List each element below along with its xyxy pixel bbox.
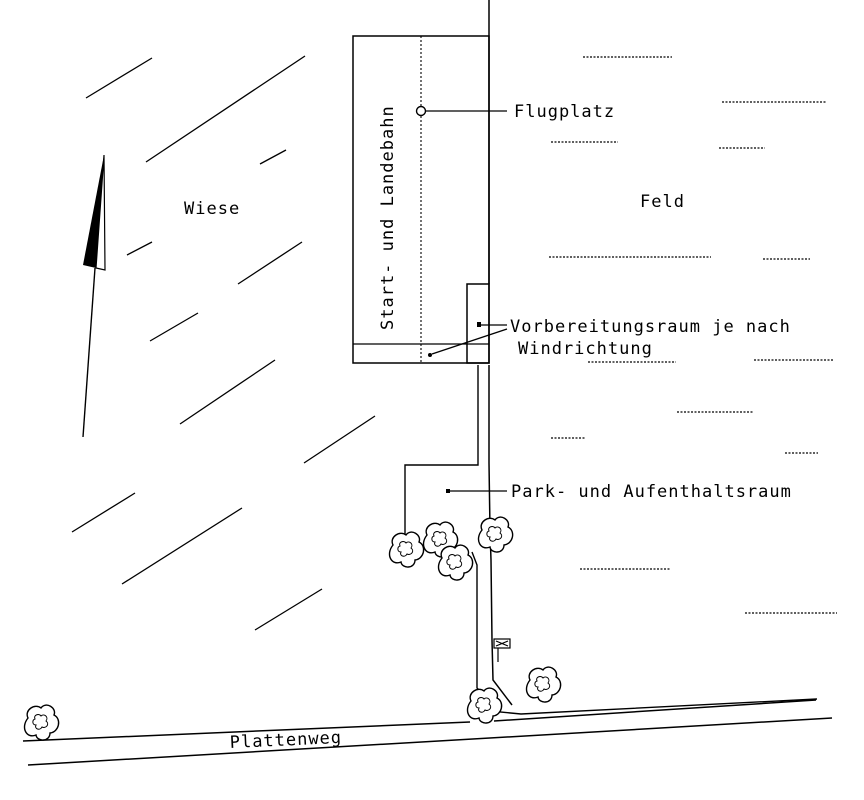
prep-room-label-line1: Vorbereitungsraum je nach bbox=[510, 317, 791, 337]
parking-area-outline bbox=[404, 365, 818, 715]
prep-room-pointer bbox=[477, 322, 481, 327]
shrub-icon bbox=[477, 516, 514, 553]
preparation-room bbox=[466, 283, 490, 364]
prep-room-dot bbox=[428, 353, 432, 357]
field-boundary bbox=[488, 0, 513, 706]
field-label: Feld bbox=[640, 192, 685, 212]
runway-label: Start- und Landebahn bbox=[378, 105, 398, 330]
parking-label: Park- und Aufenthaltsraum bbox=[511, 482, 792, 502]
road-plattenweg bbox=[22, 699, 833, 766]
shrubs bbox=[23, 516, 562, 741]
parking-pointer bbox=[446, 489, 450, 493]
airfield-marker bbox=[415, 105, 427, 117]
shrub-icon bbox=[525, 666, 562, 703]
signpost-icon bbox=[493, 638, 511, 662]
prep-room-label-line2: Windrichtung bbox=[518, 339, 653, 359]
shrub-icon bbox=[466, 687, 503, 724]
airfield-label: Flugplatz bbox=[514, 102, 615, 122]
meadow-hatching bbox=[71, 55, 376, 631]
shrub-icon bbox=[23, 704, 60, 741]
shrub-icon bbox=[437, 544, 474, 581]
road-label: Plattenweg bbox=[229, 728, 342, 753]
field-furrows bbox=[549, 56, 837, 614]
runway bbox=[352, 35, 490, 364]
north-arrow-icon bbox=[82, 154, 106, 438]
leader-lines bbox=[426, 110, 508, 492]
meadow-label: Wiese bbox=[184, 199, 240, 219]
shrub-icon bbox=[388, 531, 425, 568]
